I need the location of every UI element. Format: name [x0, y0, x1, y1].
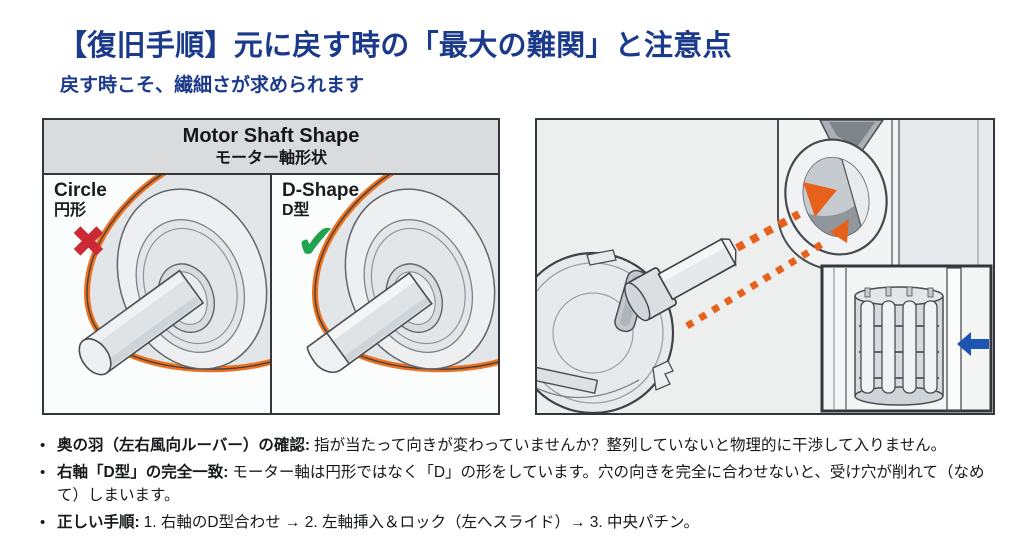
- note-text: モーター軸は円形ではなく「D」の形をしています。穴の向きを完全に合わせないと、受…: [57, 463, 985, 504]
- round-shaft: [78, 269, 205, 376]
- alignment-dotted-line-lower: [685, 238, 829, 329]
- slide-rail: [946, 267, 962, 411]
- note-d-shaft-match: 右軸「D型」の完全一致:モーター軸は円形ではなく「D」の形をしています。穴の向き…: [38, 462, 1003, 508]
- note-text: 指が当たって向きが変わっていませんか？整列していないと物理的に干渉して入りません…: [314, 437, 947, 454]
- motor-shaft-shape-panel: Motor Shaft Shape モーター軸形状: [42, 118, 500, 415]
- note-label: 右軸「D型」の完全一致:: [57, 463, 229, 481]
- note-correct-procedure: 正しい手順:1. 右軸のD型合わせ → 2. 左軸挿入＆ロック（左へスライド）→…: [38, 512, 1003, 535]
- wrong-x-icon: ✖: [70, 218, 107, 267]
- louver-fin: [860, 300, 875, 394]
- circle-shaft-label: Circle 円形: [54, 180, 107, 220]
- correct-check-icon: ✔: [296, 216, 337, 269]
- louver-fins-inset: [820, 264, 993, 413]
- louver-fin: [902, 300, 917, 394]
- louver-fin: [881, 300, 896, 394]
- panel-header-en: Motor Shaft Shape: [182, 125, 360, 147]
- circle-shaft-illustration: [78, 175, 270, 376]
- shaft-insertion-illustration: [537, 120, 993, 413]
- circle-label-en: Circle: [54, 180, 107, 201]
- circle-label-jp: 円形: [54, 201, 87, 219]
- note-label: 正しい手順:: [57, 513, 140, 531]
- d-shape-label-jp: D型: [282, 201, 310, 219]
- d-shaft: [306, 271, 433, 373]
- d-shape-shaft-label: D-Shape D型: [282, 180, 359, 220]
- d-shape-shaft-cell: D-Shape D型 ✔: [270, 175, 498, 413]
- note-text: 1. 右軸のD型合わせ → 2. 左軸挿入＆ロック（左へスライド）→ 3. 中央…: [143, 513, 700, 531]
- page-subtitle: 戻す時こそ、繊細さが求められます: [60, 75, 365, 96]
- orange-arrowhead-large: [803, 182, 837, 217]
- page-title: 【復旧手順】元に戻す時の「最大の難関」と注意点: [58, 30, 732, 62]
- louver-fin: [923, 300, 938, 394]
- motor-d-shaft: [624, 237, 737, 322]
- note-label: 奥の羽（左右風向ルーバー）の確認:: [57, 437, 311, 454]
- motor-shaft-shape-header: Motor Shaft Shape モーター軸形状: [44, 120, 498, 175]
- notes-list: 奥の羽（左右風向ルーバー）の確認:指が当たって向きが変わっていませんか？整列して…: [38, 435, 1003, 539]
- panel-header-jp: モーター軸形状: [214, 150, 327, 167]
- shaft-insertion-panel: [535, 118, 995, 415]
- circle-shaft-cell: Circle 円形 ✖: [44, 175, 270, 413]
- d-shape-shaft-illustration: [306, 175, 498, 373]
- slide-left-arrow-icon: [957, 332, 989, 356]
- alignment-dotted-line-upper: [735, 210, 801, 252]
- orange-arrowhead-small: [830, 219, 849, 243]
- d-shape-label-en: D-Shape: [282, 180, 360, 201]
- note-louver-check: 奥の羽（左右風向ルーバー）の確認:指が当たって向きが変わっていませんか？整列して…: [38, 435, 1003, 458]
